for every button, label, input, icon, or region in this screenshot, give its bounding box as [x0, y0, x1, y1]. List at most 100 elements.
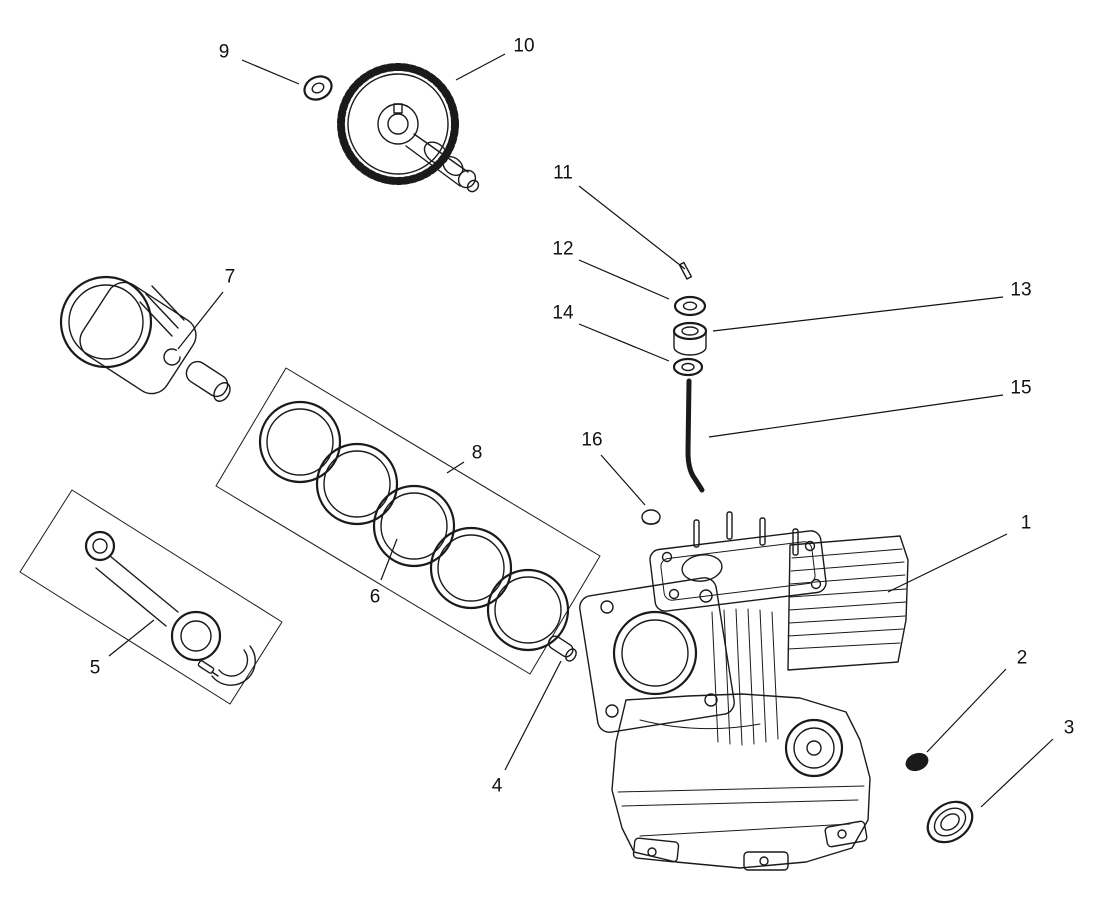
mounting-foot-2	[743, 851, 789, 871]
cylinder-deck	[579, 577, 735, 733]
cylinder-barrel-fins	[711, 608, 779, 746]
ring-5-outer	[486, 568, 570, 652]
leader-line-1	[887, 533, 1008, 593]
wrist-pin-end	[213, 382, 231, 402]
wrist-pin	[185, 360, 229, 398]
ring-2-outer	[315, 442, 399, 526]
top-flange	[649, 530, 827, 612]
rod-bolt-thread	[211, 671, 219, 677]
part-number-label-15: 15	[1010, 378, 1031, 399]
cam-shaft-edge-top	[413, 133, 469, 173]
leader-line-8	[446, 461, 465, 474]
rod-cap-inner	[218, 649, 249, 677]
piston-ring-4	[429, 526, 513, 610]
mounting-foot-1	[632, 837, 680, 863]
camshaft-assembly	[337, 63, 480, 193]
head-stud-2	[726, 511, 733, 540]
rod-bolt	[197, 660, 215, 674]
thrust-washer-outer	[303, 75, 333, 101]
oil-seal-mid	[933, 807, 967, 837]
cotter-pin	[678, 261, 693, 280]
part-number-label-8: 8	[472, 443, 483, 464]
flange-hole-2	[804, 540, 816, 552]
flange-hole-3	[668, 588, 680, 600]
part-number-label-4: 4	[492, 776, 503, 797]
breather-port	[681, 554, 723, 582]
piston-groove-3	[139, 301, 173, 337]
deck-hole-4	[704, 693, 718, 707]
flange-hole-1	[661, 551, 673, 563]
connecting-rod-kit	[19, 489, 283, 705]
bearing-boss-center	[806, 740, 822, 756]
rod-big-end	[170, 610, 222, 662]
leader-line-12	[578, 259, 670, 300]
piston-ring-2	[315, 442, 399, 526]
piston-skirt	[79, 281, 197, 395]
piston-ring-5	[486, 568, 570, 652]
part-number-label-3: 3	[1064, 718, 1075, 739]
governor-stack	[641, 261, 708, 525]
governor-shaft	[685, 378, 705, 493]
rod-box	[19, 489, 283, 705]
oil-pan-parting-line	[617, 785, 865, 793]
part-number-label-13: 13	[1010, 280, 1031, 301]
leader-line-9	[241, 59, 300, 85]
cylinder-bore-inner	[621, 619, 689, 687]
crankcase-rib	[639, 719, 761, 730]
rod-beam-lower	[95, 567, 167, 627]
flange-hole-4	[810, 578, 822, 590]
fin-block-outline	[787, 535, 909, 671]
pipe-plug-body	[905, 752, 929, 772]
crankcase-block	[579, 511, 909, 871]
cam-gear-hub	[377, 103, 419, 145]
rod-small-end	[84, 530, 116, 562]
bushing-bore	[681, 326, 699, 336]
part-number-label-11: 11	[553, 163, 573, 184]
rod-small-end-bore	[92, 538, 108, 554]
oil-seal	[926, 800, 974, 844]
cam-shaft-edge-bottom	[405, 145, 461, 187]
ring-1-outer	[258, 400, 342, 484]
leader-line-5	[108, 619, 155, 657]
deck-hole-2	[699, 589, 713, 603]
leader-line-10	[455, 53, 506, 81]
deck-hole-1	[600, 600, 614, 614]
rod-big-end-bore	[180, 620, 212, 652]
foot-hole-2	[759, 856, 769, 866]
cam-gear-bore	[387, 113, 409, 135]
ring-2-inner	[323, 450, 391, 518]
washer-upper-outer	[673, 295, 707, 317]
washer-upper-inner	[682, 301, 698, 311]
bushing-body	[673, 330, 707, 356]
dowel-pin	[547, 635, 577, 662]
cam-keyway	[393, 103, 403, 114]
piston-groove-1	[151, 285, 185, 321]
ring-5-inner	[494, 576, 562, 644]
plug-small-face	[642, 520, 660, 525]
part-number-label-5: 5	[90, 658, 101, 679]
cam-lobe-1	[423, 141, 449, 165]
piston-crown	[59, 275, 153, 369]
bearing-boss-mid	[793, 727, 835, 769]
base-rail-line	[639, 823, 851, 837]
leader-line-16	[600, 454, 646, 506]
bushing-top	[672, 321, 708, 341]
bearing-boss-outer	[784, 718, 844, 778]
ring-4-inner	[437, 534, 505, 602]
leader-line-15	[708, 394, 1004, 438]
piston-groove-2	[145, 293, 179, 329]
piston-ring-set	[215, 367, 601, 675]
rod-beam-upper	[109, 555, 179, 613]
oil-seal-inner	[940, 813, 960, 831]
head-stud-3	[759, 517, 766, 546]
leader-line-13	[712, 296, 1004, 332]
deck-hole-3	[605, 704, 619, 718]
oil-pan-rail-line	[621, 799, 859, 807]
leader-line-6	[380, 538, 398, 581]
thrust-washer-inner	[311, 82, 325, 94]
cam-gear-teeth	[337, 63, 459, 185]
top-flange-inner	[660, 541, 816, 601]
